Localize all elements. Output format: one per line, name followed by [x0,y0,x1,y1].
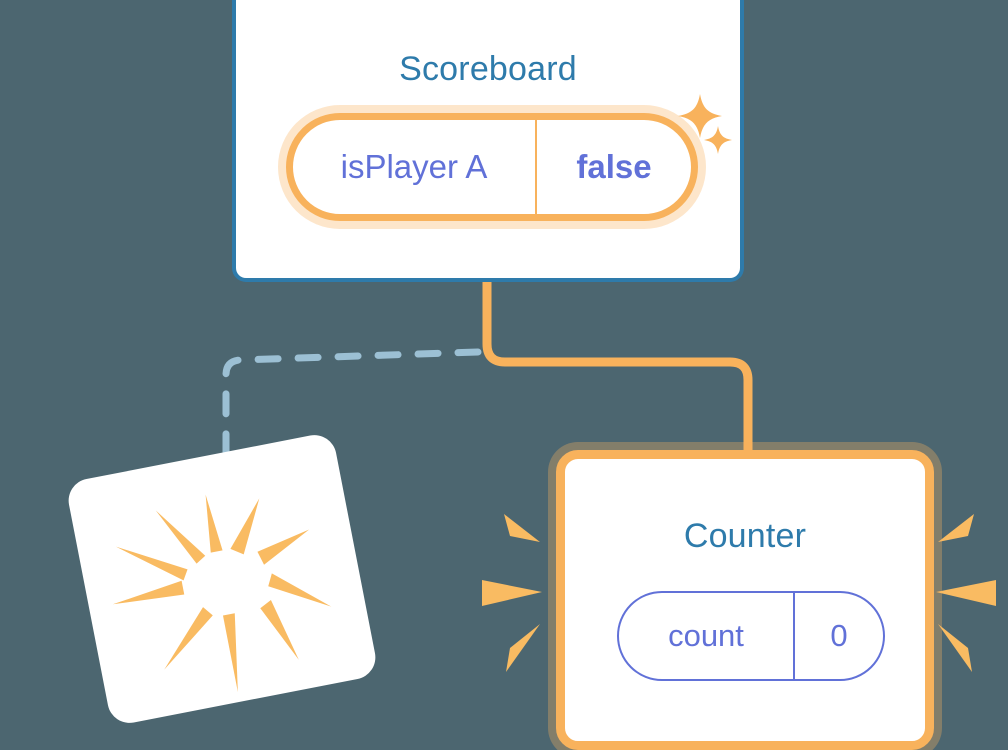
counter-state-value: 0 [830,618,848,653]
connector-scoreboard-to-counter [482,282,753,462]
scoreboard-state-key: isPlayer A [293,120,537,214]
counter-state-key: count [619,593,795,679]
counter-burst-left-icon [482,514,542,672]
blank-card[interactable] [64,431,380,727]
blank-card-burst-icon [112,494,332,693]
scoreboard-card[interactable]: Scoreboard isPlayer A false [232,0,744,282]
counter-burst-right-icon [936,514,996,672]
counter-state-pill[interactable]: count 0 [617,591,885,681]
scoreboard-state-value: false [576,148,652,185]
scoreboard-title: Scoreboard [399,50,577,88]
scoreboard-state-pill[interactable]: isPlayer A false [286,113,698,221]
counter-card[interactable]: Counter count 0 [556,450,934,750]
counter-title: Counter [683,517,807,555]
connector-scoreboard-to-blank-card [222,348,482,476]
